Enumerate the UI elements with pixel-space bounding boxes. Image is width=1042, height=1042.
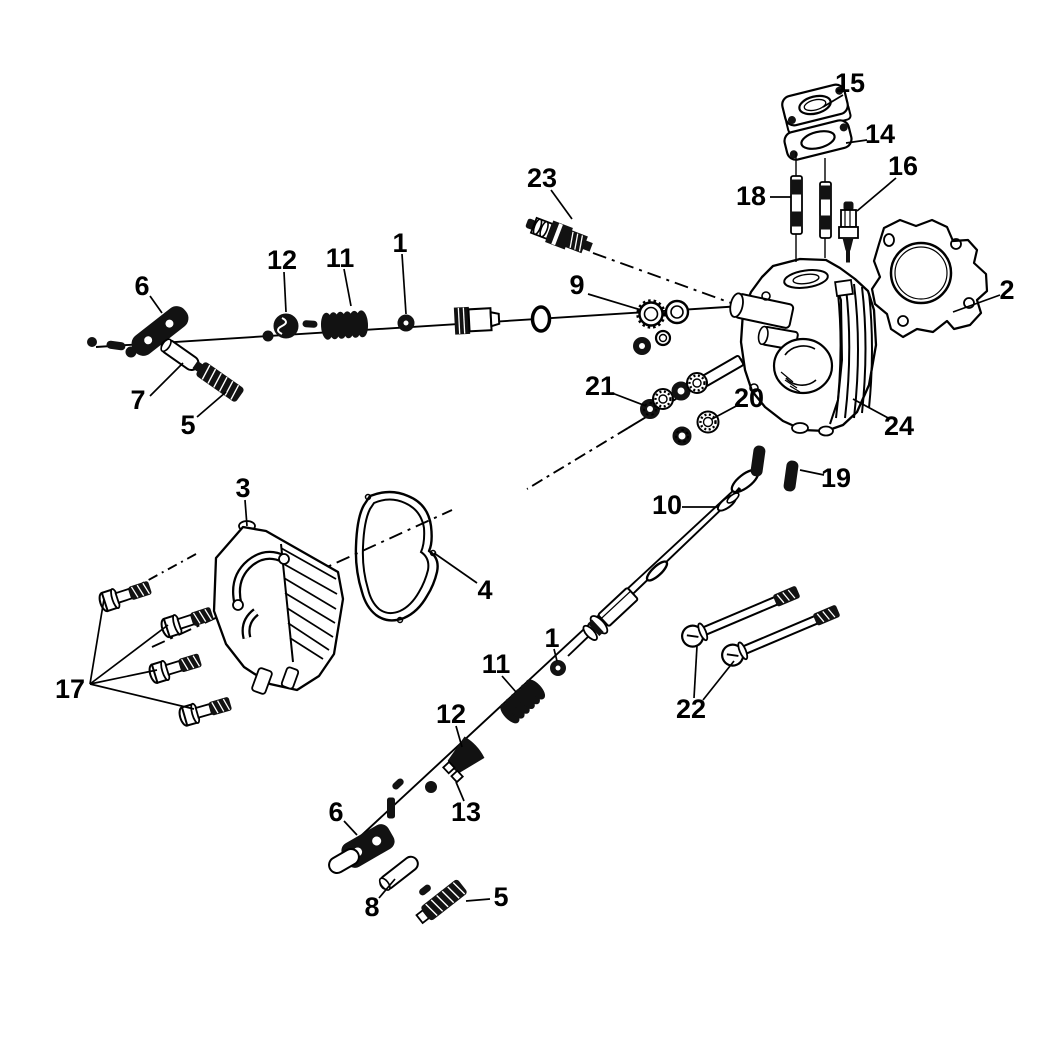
o-ring <box>530 305 552 333</box>
intake-manifold-spacer <box>781 83 852 135</box>
valve-stem-seal-group <box>633 299 690 355</box>
valve-adjuster-tappet <box>453 306 501 335</box>
callout-24: 24 <box>884 411 914 441</box>
stem-adjuster <box>582 587 639 641</box>
cooling-fins <box>835 283 873 419</box>
valve-spring-top <box>320 310 369 340</box>
stem-washer <box>645 560 669 582</box>
rocker-shaft-bore <box>729 292 795 329</box>
combustion-chamber <box>772 337 834 395</box>
callout-1-low: 1 <box>544 623 559 653</box>
cover-bolts <box>98 581 232 727</box>
manifold-gasket <box>783 119 853 161</box>
washer-nut-cluster <box>640 372 720 446</box>
callout-22: 22 <box>676 694 706 724</box>
callout-labels: 6 12 11 1 7 5 3 23 15 14 16 18 9 2 21 20… <box>55 68 1015 922</box>
callout-5-low: 5 <box>493 882 508 912</box>
callout-20: 20 <box>734 383 764 413</box>
callout-7: 7 <box>130 385 145 415</box>
leader-lines <box>89 94 1001 902</box>
callout-1-top: 1 <box>392 228 407 258</box>
callout-21: 21 <box>585 371 615 401</box>
callout-10: 10 <box>652 490 682 520</box>
callout-16: 16 <box>888 151 918 181</box>
valve-cotters <box>441 760 465 784</box>
callout-15: 15 <box>835 68 865 98</box>
callout-2: 2 <box>999 275 1014 305</box>
dowel-pins <box>750 445 799 492</box>
spring-retainer-top <box>262 313 318 342</box>
callout-14: 14 <box>865 119 895 149</box>
head-gasket <box>870 218 989 339</box>
callout-6-low: 6 <box>328 797 343 827</box>
cylinder-bolts <box>681 586 840 667</box>
callout-11-low: 11 <box>482 649 511 679</box>
callout-12-top: 12 <box>267 245 297 275</box>
rocker-arm-exhaust <box>125 306 189 358</box>
cover-ribs <box>280 547 338 660</box>
callout-12-low: 12 <box>436 699 466 729</box>
valve <box>716 468 760 512</box>
washer-20 <box>696 410 720 434</box>
rocker-shaft-lower <box>378 855 419 891</box>
callout-4: 4 <box>477 575 492 605</box>
lock-nut-lower <box>550 660 566 676</box>
callout-17: 17 <box>55 674 85 704</box>
callout-11-top: 11 <box>326 243 355 273</box>
valve-cover <box>212 520 345 695</box>
callout-19: 19 <box>821 463 851 493</box>
callout-23: 23 <box>527 163 557 193</box>
cover-gasket <box>354 490 439 624</box>
callout-18: 18 <box>736 181 766 211</box>
callout-13: 13 <box>451 797 481 827</box>
callout-9: 9 <box>569 270 584 300</box>
adjusting-screw-top <box>192 360 244 402</box>
callout-3: 3 <box>235 473 250 503</box>
stud-bolts <box>790 152 832 262</box>
flower-nut <box>672 426 692 446</box>
rocker-axis-small-pins <box>87 337 126 351</box>
lock-nut-top <box>397 314 415 332</box>
axis-dash <box>419 884 431 896</box>
adjusting-screw-lower <box>415 879 467 925</box>
valve-spring-lower <box>500 679 546 724</box>
lower-axis-small-parts <box>387 778 437 819</box>
cylinder-head <box>698 257 878 437</box>
temp-sensor <box>838 201 859 263</box>
callout-8: 8 <box>364 892 379 922</box>
callout-6-top: 6 <box>134 271 149 301</box>
spark-plug <box>525 216 593 254</box>
rocker-arm-intake <box>328 824 395 874</box>
callout-5-top: 5 <box>180 410 195 440</box>
